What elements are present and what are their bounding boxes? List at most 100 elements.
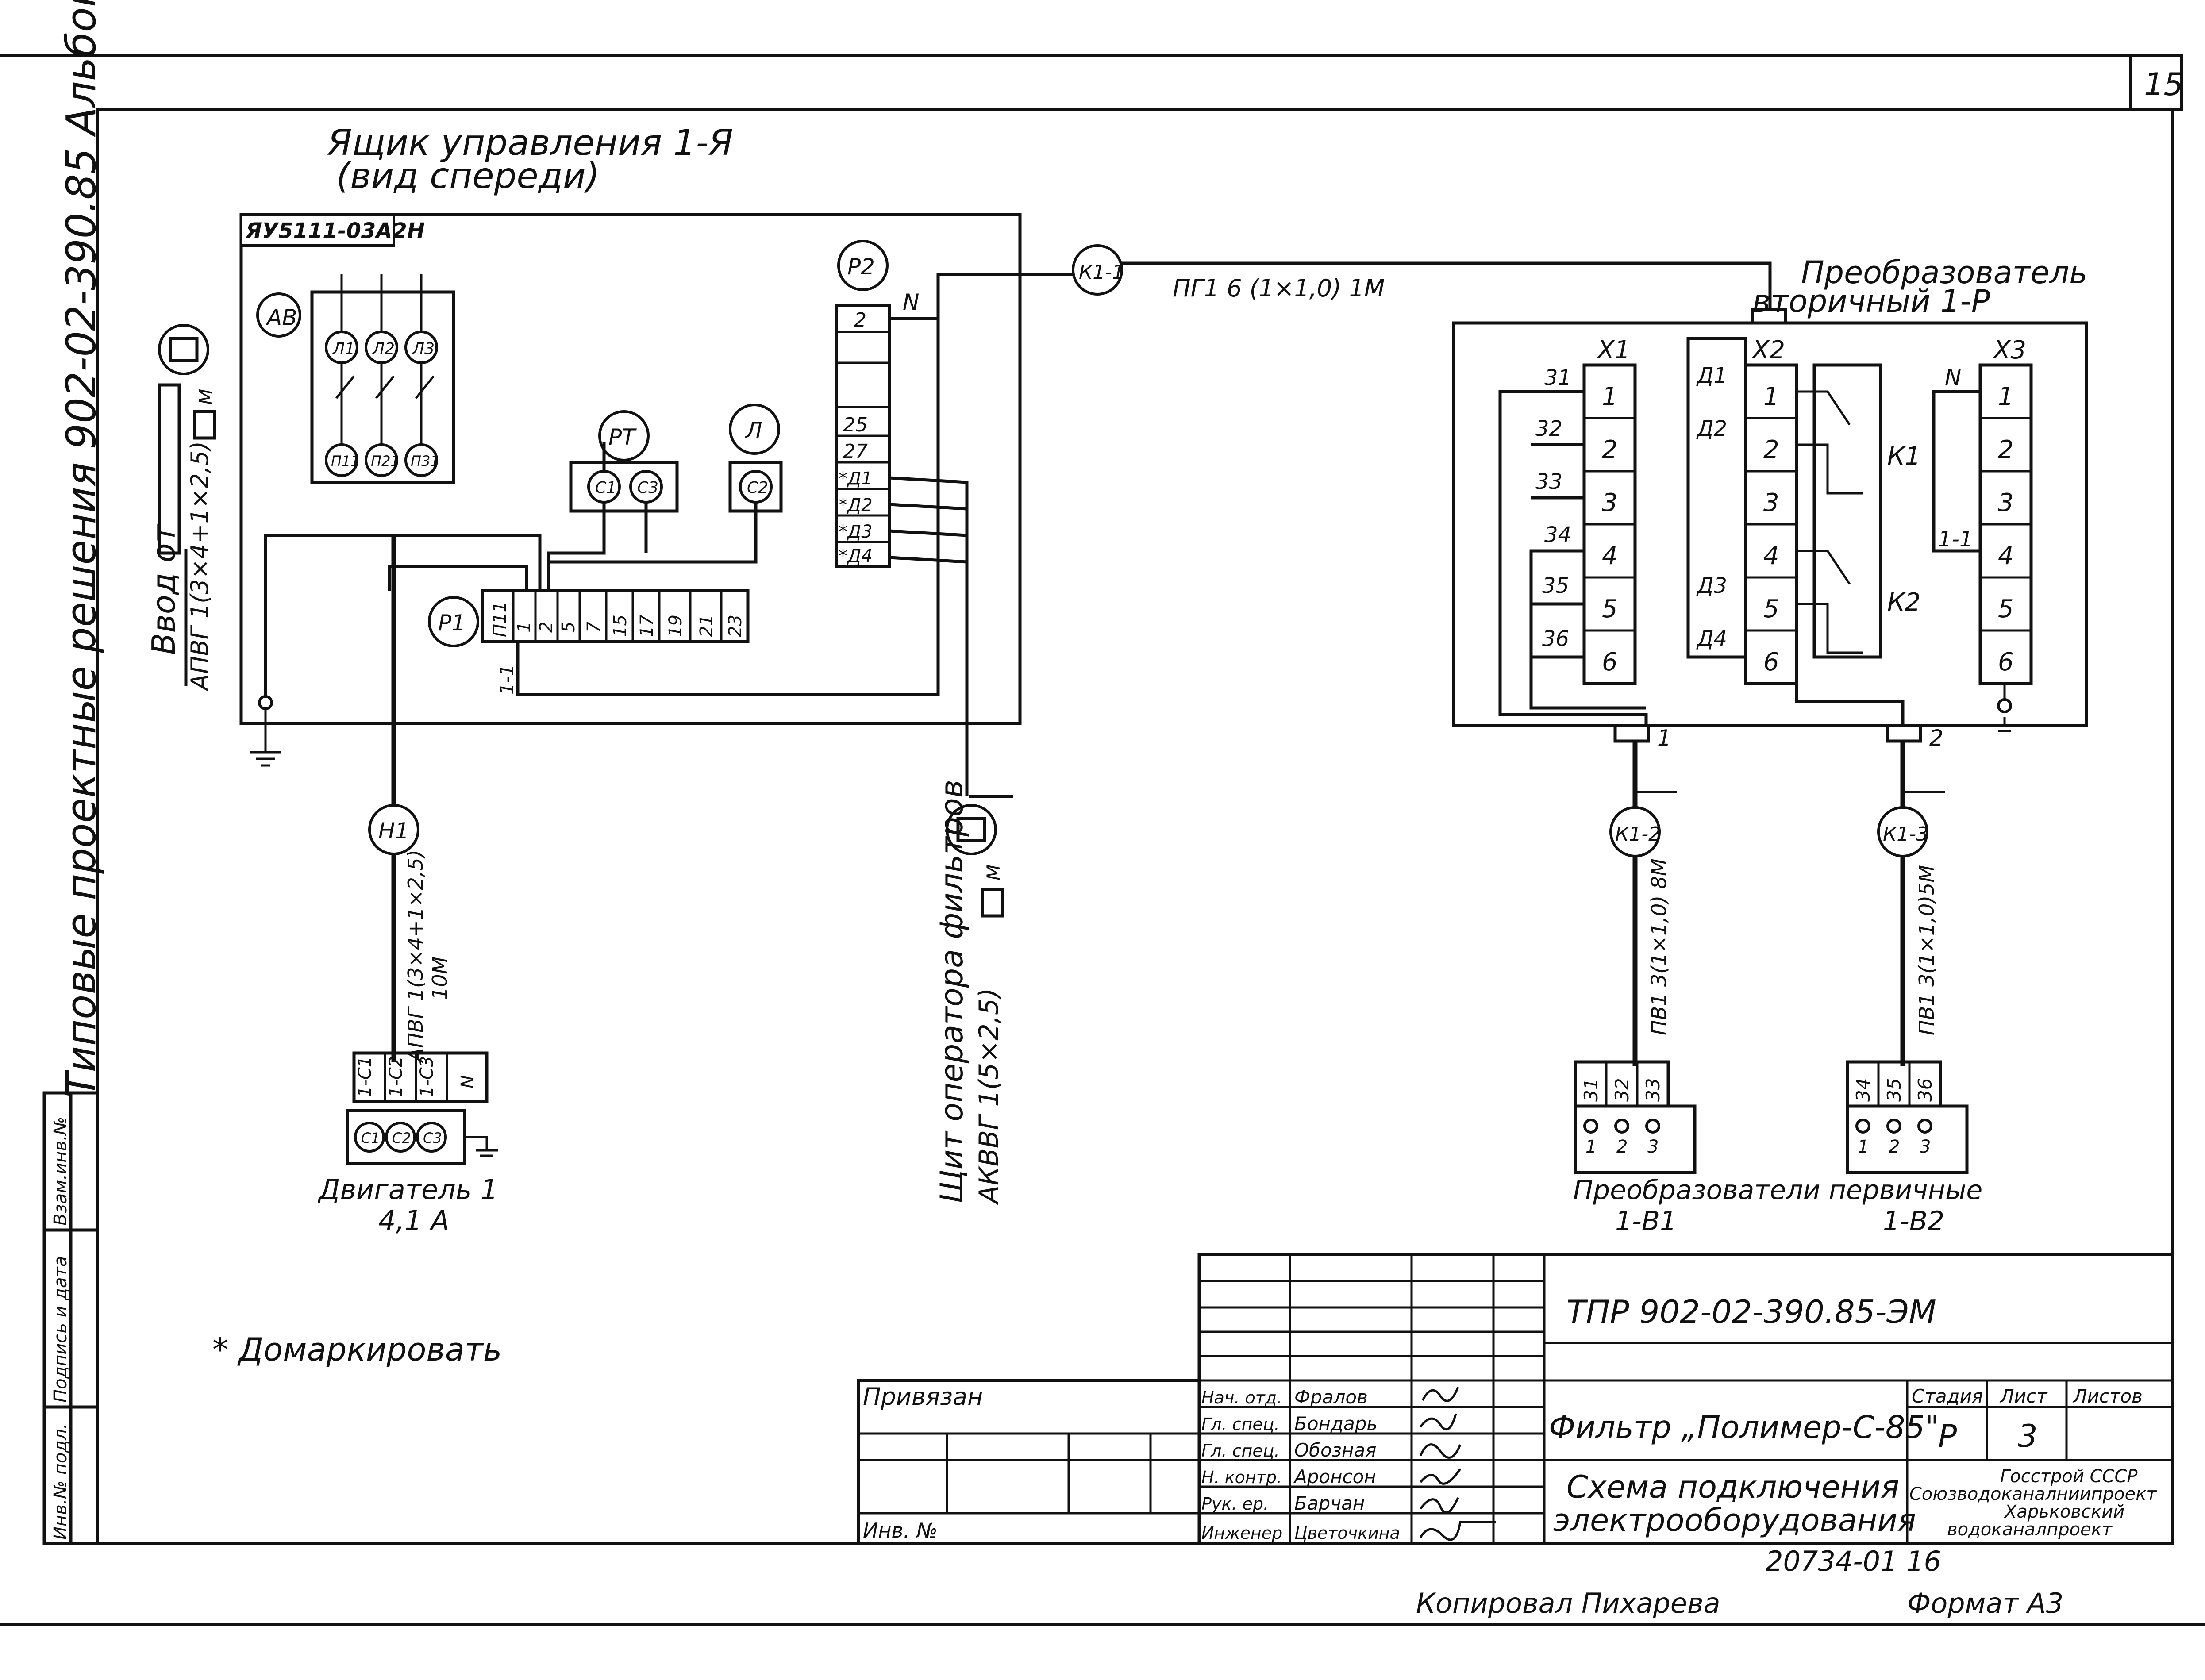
sensor-1-body: [1574, 1104, 1697, 1174]
x2-term-1: 1: [1763, 382, 1779, 411]
sensor-1-mark-32: 32: [1611, 1078, 1633, 1102]
x1-wiring: [1498, 390, 1648, 726]
x1-mark-32: 32: [1535, 416, 1562, 441]
operator-panel-symbol-inner: [956, 817, 986, 842]
motor-ground: [465, 1136, 498, 1157]
relay-r1-symbol: [428, 596, 479, 647]
breaker-p21-label: П21: [371, 453, 400, 469]
breaker-p31-label: П31: [411, 453, 439, 469]
tb-sheets-hdr: Листов: [2072, 1385, 2143, 1407]
tb-role-3: Гл. спец.: [1201, 1441, 1280, 1461]
copied-by: Копировал Пихарева: [1416, 1587, 1720, 1619]
sensor-2-pin-1-label: 1: [1858, 1137, 1869, 1157]
stamp-podpis: Подпись и дата: [50, 1256, 71, 1403]
incoming-cable-bar: [158, 383, 181, 555]
lamp-c2-label: С2: [747, 479, 768, 497]
relay-k1: К1: [1887, 442, 1920, 471]
tb-stage: Р: [1938, 1418, 1957, 1454]
relay-r1-label: Р1: [438, 610, 466, 636]
control-box-model: ЯУ5111-03А2Н: [245, 219, 425, 243]
x3-block: [1978, 363, 2033, 685]
incoming-length-box: [193, 410, 216, 440]
x2-term-4: 4: [1763, 542, 1779, 570]
relay-pt-label: РТ: [608, 424, 637, 450]
sensor-1-pin-3: [1645, 1119, 1660, 1134]
converter-subtitle: вторичный 1-Р: [1752, 283, 1990, 319]
tb-org-1: Госстрой СССР: [2000, 1466, 2138, 1487]
x3-mark-1-1: 1-1: [1938, 527, 1973, 552]
r2-term-27: 27: [843, 440, 868, 463]
breaker-l2: [365, 331, 398, 364]
sensor-2-mark-34: 34: [1852, 1078, 1874, 1102]
x2-term-5: 5: [1763, 595, 1779, 623]
tb-drawing-1: Схема подключения: [1566, 1469, 1899, 1505]
sensor-cable-2-spec: ПВ1 3(1×1,0)5М: [1915, 865, 1939, 1035]
tb-role-6: Инженер: [1201, 1523, 1282, 1543]
relay-r1-strip: [481, 589, 750, 643]
incoming-symbol: [158, 324, 209, 375]
relay-r2-symbol: [837, 240, 889, 291]
sensor-1-mark-33: 33: [1642, 1078, 1664, 1102]
breaker-l2-label: Л2: [372, 340, 395, 358]
motor-cable: АПВГ 1(3×4+1×2,5): [404, 850, 427, 1063]
archive-no: 20734-01 16: [1766, 1545, 1941, 1577]
x1-term-3: 3: [1602, 488, 1618, 517]
converter-output-2: 2: [1929, 725, 1943, 751]
motor-label: Двигатель 1: [317, 1173, 498, 1206]
r1-term-23: 23: [725, 615, 746, 637]
tb-sheet-hdr: Лист: [1999, 1385, 2048, 1407]
sheet-number: 15: [2144, 66, 2183, 103]
motor-mark-c1: 1-С1: [355, 1056, 375, 1097]
tb-name-2: Бондарь: [1294, 1413, 1378, 1434]
sensor-2-mark-35: 35: [1883, 1078, 1905, 1102]
converter-title: Преобразователь: [1801, 254, 2088, 291]
x3-ground-node: [1997, 698, 2012, 713]
x1-mark-36: 36: [1542, 627, 1569, 651]
relay-r2-strip: [835, 304, 891, 568]
footnote: * Домаркировать: [212, 1331, 502, 1368]
sensor-1-pin-1: [1583, 1119, 1598, 1134]
motor-cable-length: 10М: [428, 957, 452, 1000]
sensor-cable-1-symbol: [1609, 806, 1661, 857]
control-box-subtitle: (вид спереди): [336, 155, 600, 196]
relay-k2: К2: [1887, 588, 1920, 617]
link-cable-spec: ПГ1 6 (1×1,0) 1М: [1173, 274, 1385, 302]
tb-name-1: Фралов: [1294, 1386, 1368, 1408]
operator-panel-cable: АКВВГ 1(5×2,5): [974, 988, 1004, 1205]
sensors-b1: 1-В1: [1615, 1206, 1677, 1237]
r2-term-25: 25: [843, 414, 868, 436]
sensor-1-pin-3-label: 3: [1647, 1137, 1659, 1157]
x3-term-5: 5: [1998, 595, 2014, 623]
incoming-symbol-inner: [169, 337, 199, 362]
format: Формат А3: [1907, 1587, 2063, 1619]
r1-term-19: 19: [666, 615, 686, 637]
converter-output-1: 1: [1657, 725, 1671, 751]
relay-contacts: [1797, 390, 1863, 654]
link-cable-symbol: [1072, 244, 1123, 296]
tb-sheet: 3: [2018, 1418, 2038, 1454]
tb-privyazan: Привязан: [863, 1383, 983, 1411]
motor-mark-c2: 1-С2: [386, 1056, 406, 1097]
motor-terminal-c3: [416, 1122, 447, 1153]
converter-output-2-port: [1886, 724, 1922, 743]
stamp-inv-podl: Инв.№ подл.: [50, 1423, 71, 1540]
x1-term-2: 2: [1602, 435, 1618, 464]
tb-stage-hdr: Стадия: [1912, 1385, 1983, 1407]
breaker-symbol: [256, 292, 301, 338]
breaker-p11: [325, 443, 358, 477]
motor-mark-n: N: [458, 1075, 478, 1088]
motor-mark-dividers: [384, 1053, 448, 1102]
incoming-length: М: [195, 389, 217, 405]
tb-role-4: Н. контр.: [1201, 1468, 1282, 1487]
r2-n-mark: N: [903, 289, 919, 315]
x2-mark-d1: Д1: [1696, 363, 1727, 388]
x3-term-3: 3: [1998, 488, 2014, 517]
tb-role-5: Рук. ер.: [1201, 1494, 1269, 1514]
x3-term-6: 6: [1998, 648, 2014, 677]
tb-org-4: водоканалпроект: [1947, 1519, 2113, 1540]
x2-bus: [1686, 337, 1747, 659]
relay-pt-body: [569, 461, 679, 513]
sensor-cable-1-id: К1-2: [1615, 823, 1661, 846]
motor-terminal-c3-label: С3: [423, 1130, 442, 1146]
x2-term-6: 6: [1763, 648, 1779, 677]
